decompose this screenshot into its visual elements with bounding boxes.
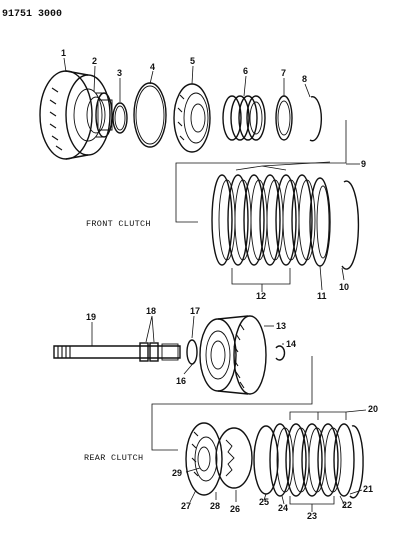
piston-spring-stack [222,95,266,141]
front-clutch-caption: FRONT CLUTCH [86,219,151,229]
front-clutch-hub [95,92,113,138]
callout-4: 4 [150,62,155,72]
callout-13: 13 [276,321,286,331]
callout-29: 29 [172,468,182,478]
callout-1: 1 [61,48,66,58]
callout-8: 8 [302,74,307,84]
callout-21: 21 [363,484,373,494]
front-clutch-piston [173,83,211,153]
callout-3: 3 [117,68,122,78]
callout-6: 6 [243,66,248,76]
callout-28: 28 [210,501,220,511]
callout-10: 10 [339,282,349,292]
callout-2: 2 [92,56,97,66]
callout-20: 20 [368,404,378,414]
callout-11: 11 [317,291,327,301]
seal-ring-large [133,82,167,148]
front-clutch-retainer [39,70,113,160]
callout-14: 14 [286,339,296,349]
rear-clutch-retainer [199,315,267,395]
callout-5: 5 [190,56,195,66]
callout-12: 12 [256,291,266,301]
rear-clutch-piston [185,422,223,496]
snap-ring-small [275,345,286,361]
callout-7: 7 [281,68,286,78]
catalog-number: 91751 3000 [2,9,62,20]
callout-16: 16 [176,376,186,386]
front-clutch-disc-pack [211,174,316,266]
callout-26: 26 [230,504,240,514]
callout-25: 25 [259,497,269,507]
input-shaft [53,342,181,362]
rear-clutch-disc-pack [269,423,355,497]
callout-19: 19 [86,312,96,322]
snap-ring-front [309,96,323,142]
callout-23: 23 [307,511,317,521]
callout-17: 17 [190,306,200,316]
rear-piston-spring [215,427,253,489]
snap-ring-pack [341,180,360,270]
rear-clutch-caption: REAR CLUTCH [84,453,143,463]
seal-ring-small [112,102,128,134]
callout-22: 22 [342,500,352,510]
snap-ring-rear [349,425,364,499]
shaft-seal-ring [186,339,198,365]
callout-18: 18 [146,306,156,316]
callout-24: 24 [278,503,288,513]
rear-spring-retainer [253,425,279,495]
pressure-plate-front [309,177,331,267]
callout-9: 9 [361,159,366,169]
callout-27: 27 [181,501,191,511]
